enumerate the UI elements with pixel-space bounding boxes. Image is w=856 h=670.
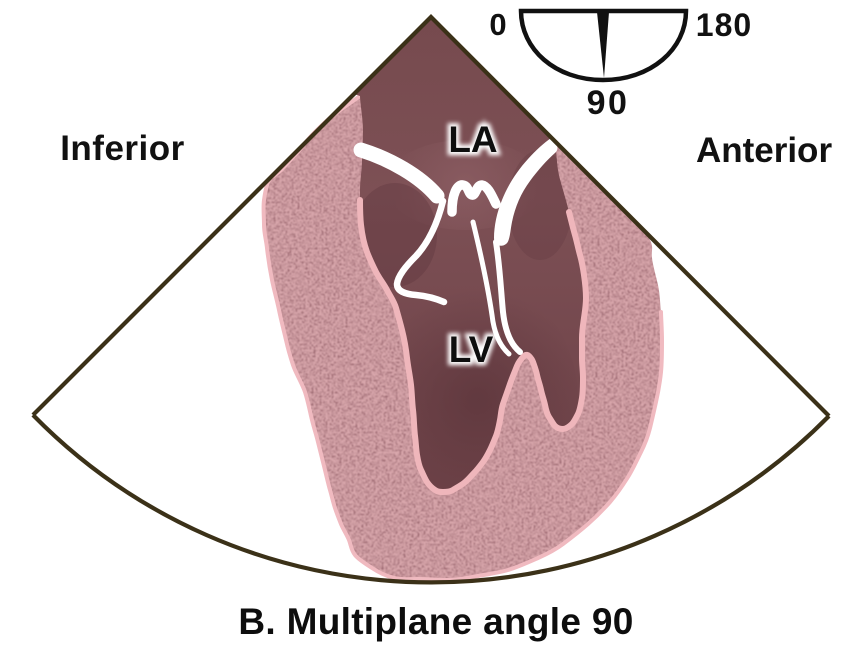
svg-text:LA: LA — [448, 119, 497, 160]
svg-text:LA: LA — [448, 119, 497, 160]
svg-text:180: 180 — [696, 7, 752, 43]
svg-text:0: 0 — [489, 7, 506, 42]
svg-text:90: 90 — [587, 84, 630, 122]
svg-text:LV: LV — [449, 329, 494, 370]
svg-text:LV: LV — [449, 329, 494, 370]
